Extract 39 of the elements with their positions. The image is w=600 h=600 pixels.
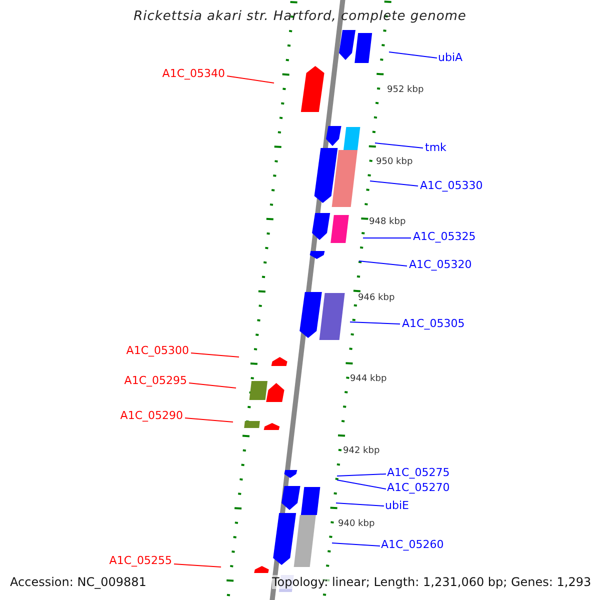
leader-line [184,418,234,422]
scale-label: 942 kbp [343,445,380,458]
title: Rickettsia akari str. Hartford, complete genome [132,10,468,24]
gene-label: A1C_05275 [387,466,450,480]
leader-line [332,542,380,546]
gene-label: A1C_05325 [413,230,476,244]
genome-summary-text: Topology: linear; Length: 1,231,060 bp; Genes: 1,293 [272,575,592,589]
scale-label: 952 kbp [387,84,424,97]
leader-line [350,322,400,324]
leader-line [370,180,418,186]
scale-label: 940 kbp [338,518,375,531]
leader-line [188,382,236,388]
gene-label: A1C_05290 [120,409,183,423]
leader-line [388,52,438,58]
leader-line [174,564,222,568]
scale-label: 946 kbp [358,292,395,305]
leader-line [374,142,424,148]
gene-label: A1C_05320 [409,258,472,272]
leader-line [358,260,408,266]
scale-label: 950 kbp [376,156,413,169]
gene-label: A1C_05295 [124,374,187,388]
gene-label: A1C_05255 [109,554,172,568]
leader-line [336,502,384,506]
gene-label: A1C_05305 [402,317,465,331]
leader-line [190,352,240,358]
accession-text: Accession: NC_009881 [10,575,146,589]
gene-label: A1C_05270 [387,481,450,495]
gene-label: ubiE [385,499,409,513]
gene-label: A1C_05340 [162,67,225,81]
gene-label: tmk [425,141,446,155]
leader-line [336,474,386,476]
gene-label: A1C_05300 [126,344,189,358]
gene-label: A1C_05330 [420,179,483,193]
gene-label: A1C_05260 [381,538,444,552]
leader-line [226,76,274,84]
scale-label: 944 kbp [350,373,387,386]
leader-line [336,480,386,490]
scale-label: 948 kbp [369,216,406,229]
gene-label: ubiA [438,51,463,65]
